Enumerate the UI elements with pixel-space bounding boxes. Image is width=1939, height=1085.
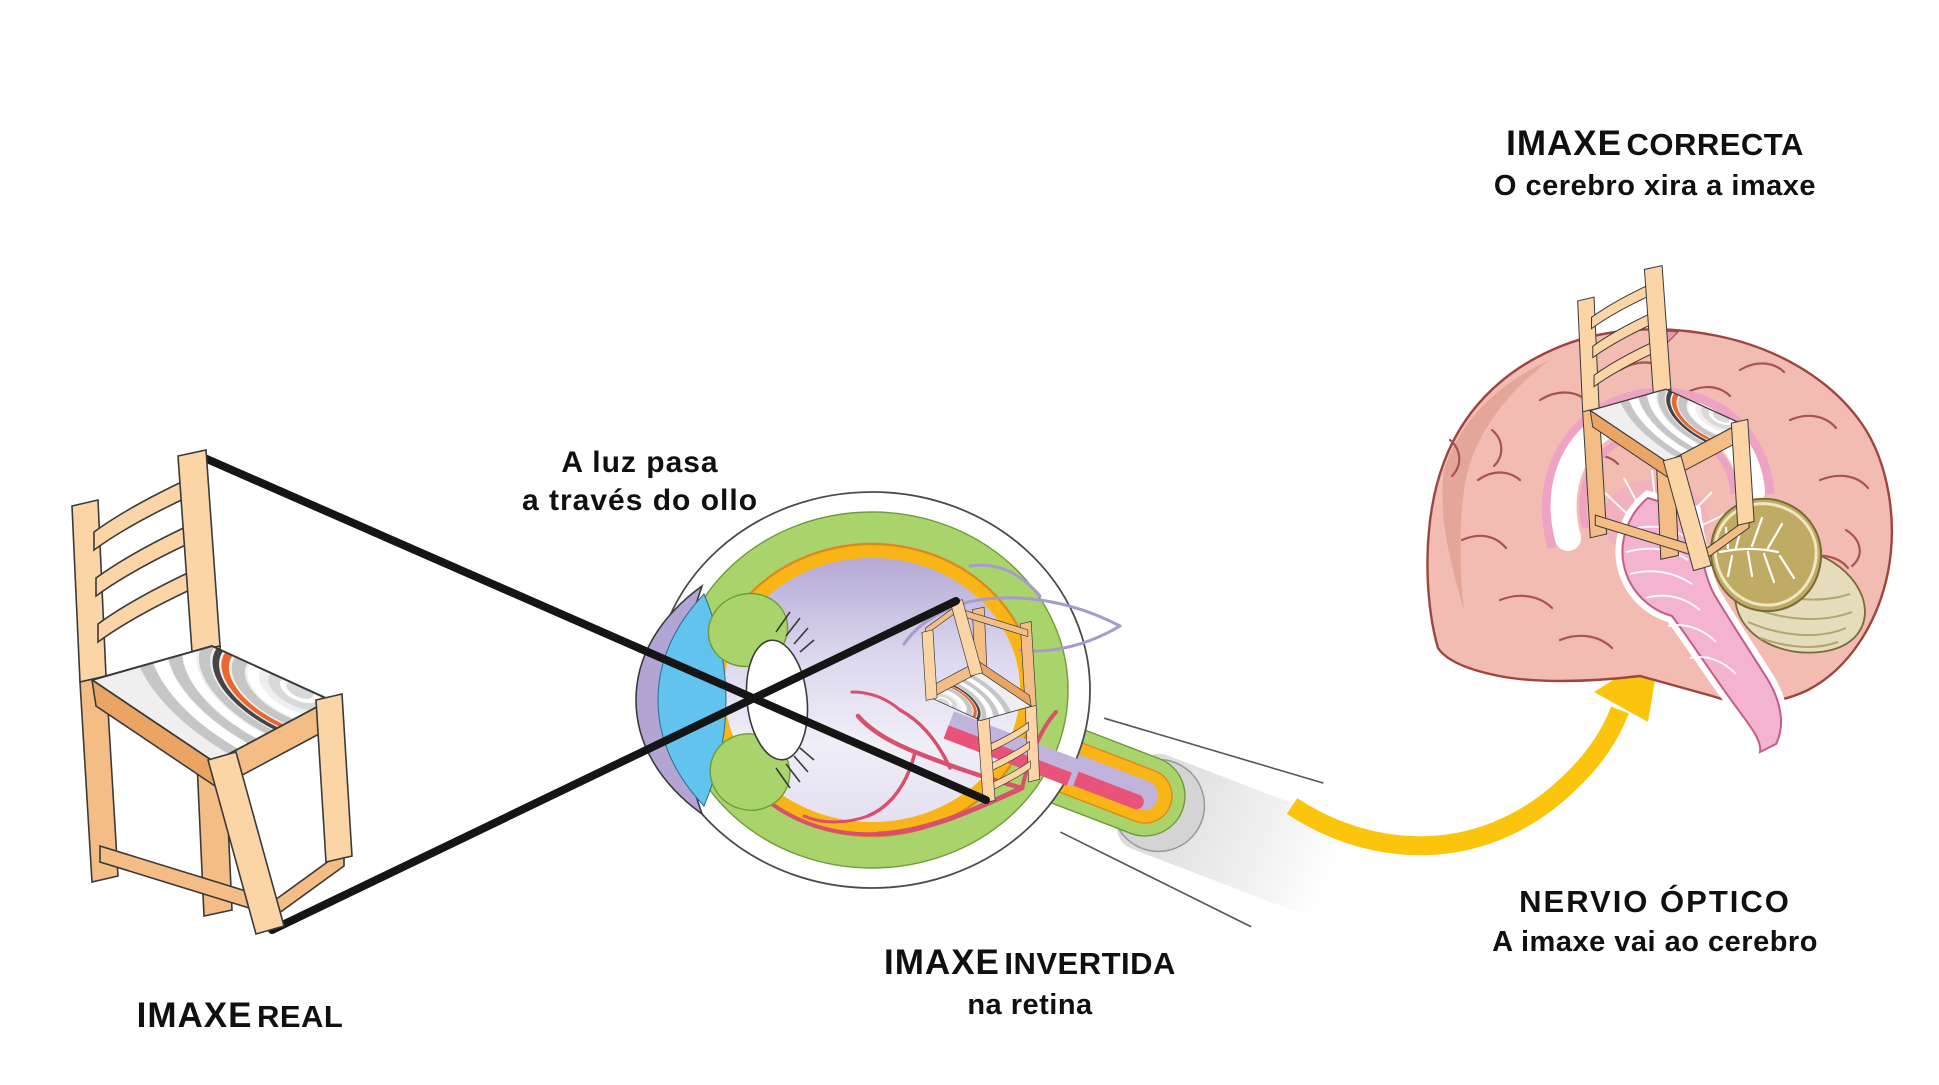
- label-real-word2: REAL: [256, 999, 344, 1034]
- label-light-line2: a través do ollo: [521, 483, 759, 517]
- label-optic-nerve: NERVIO ÓPTICO A imaxe vai ao cerebro: [1420, 882, 1890, 961]
- label-correct-image: IMAXE CORRECTA O cerebro xira a imaxe: [1425, 121, 1885, 205]
- label-inverted-image: IMAXE INVERTIDA na retina: [810, 940, 1250, 1024]
- label-real-word1: IMAXE: [136, 996, 253, 1035]
- label-correct-word2: CORRECTA: [1626, 127, 1804, 162]
- label-optic-line1: NERVIO ÓPTICO: [1519, 884, 1791, 919]
- light-ray-top: [196, 452, 990, 804]
- retinal-arteries: [770, 690, 1058, 837]
- brain: [1426, 266, 1893, 765]
- real-chair: [70, 450, 490, 934]
- label-correct-line2: O cerebro xira a imaxe: [1493, 170, 1817, 203]
- label-real-image: IMAXE REAL: [50, 993, 430, 1039]
- label-correct-word1: IMAXE: [1506, 124, 1623, 163]
- light-ray-bottom: [268, 597, 960, 934]
- label-optic-line2: A imaxe vai ao cerebro: [1492, 925, 1818, 958]
- eye-cross-section: [635, 491, 1346, 928]
- cornea-lens: [635, 583, 815, 817]
- vitreous-interior: [724, 558, 1020, 822]
- label-light-line1: A luz pasa: [561, 446, 719, 479]
- cornea-blue: [657, 593, 727, 807]
- label-inverted-word1: IMAXE: [884, 943, 1000, 982]
- label-light-passes: A luz pasa a través do ollo: [430, 444, 850, 519]
- brainstem: [1615, 490, 1789, 765]
- label-inverted-line2: na retina: [967, 989, 1093, 1022]
- label-inverted-word2: INVERTIDA: [1004, 946, 1176, 981]
